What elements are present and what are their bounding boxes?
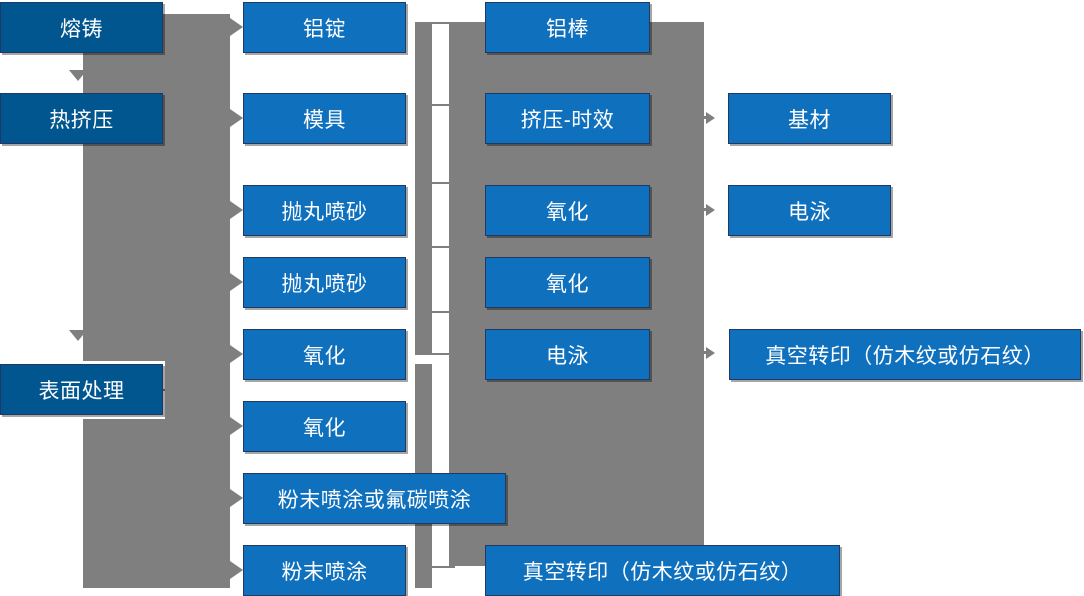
- node-label: 真空转印（仿木纹或仿石纹）: [522, 560, 803, 584]
- rail-tick-6: [431, 353, 455, 355]
- arrow-right-to-c2n3: [230, 201, 243, 219]
- connector-surface-treatment: [163, 389, 185, 391]
- rail-tick-1: [431, 22, 455, 24]
- arrow-down-melt-to-extrude: [69, 70, 87, 81]
- node-label: 电泳: [788, 200, 831, 224]
- arrow-right-to-c2n5: [230, 345, 243, 363]
- node-label: 氧化: [546, 272, 589, 296]
- node-label: 铝锭: [303, 17, 346, 41]
- arrow-stem-to-c4n1: [700, 116, 708, 119]
- arrow-down-extrude-to-surface: [69, 330, 87, 341]
- node-surface-treatment[interactable]: 表面处理: [0, 364, 163, 415]
- node-oxidation-b[interactable]: 氧化: [243, 401, 406, 452]
- node-label: 基材: [788, 108, 831, 132]
- node-oxidation-d[interactable]: 氧化: [485, 257, 650, 308]
- arrow-right-to-c4n2: [706, 204, 715, 216]
- arrow-right-to-c2n4: [230, 273, 243, 291]
- node-melt-cast[interactable]: 熔铸: [0, 2, 163, 53]
- rail-tick-7: [431, 566, 455, 568]
- arrow-stem-to-c4n3: [700, 351, 708, 354]
- node-label: 电泳: [546, 344, 589, 368]
- arrow-right-to-c2n1: [230, 18, 243, 36]
- node-label: 热挤压: [49, 108, 114, 132]
- rail-tick-5: [431, 311, 455, 313]
- node-mould[interactable]: 模具: [243, 93, 406, 144]
- node-vacuum-transfer-bottom[interactable]: 真空转印（仿木纹或仿石纹）: [485, 545, 840, 596]
- node-label: 氧化: [303, 344, 346, 368]
- node-aluminium-bar[interactable]: 铝棒: [485, 2, 650, 53]
- node-vacuum-transfer-right[interactable]: 真空转印（仿木纹或仿石纹）: [729, 329, 1081, 380]
- node-label: 熔铸: [60, 17, 103, 41]
- node-label: 氧化: [546, 200, 589, 224]
- node-label: 表面处理: [38, 379, 125, 403]
- node-label: 真空转印（仿木纹或仿石纹）: [765, 344, 1045, 368]
- node-electrophoresis-out[interactable]: 电泳: [728, 185, 891, 236]
- node-label: 抛丸喷砂: [281, 272, 368, 296]
- rail-tick-3: [431, 182, 455, 184]
- node-powder-or-fluorocarbon-coating[interactable]: 粉末喷涂或氟碳喷涂: [243, 473, 506, 524]
- node-extrusion-aging[interactable]: 挤压-时效: [485, 93, 650, 144]
- arrow-right-to-c2n8: [230, 561, 243, 579]
- arrow-right-to-c2n6: [230, 417, 243, 435]
- node-shot-blasting-2[interactable]: 抛丸喷砂: [243, 257, 406, 308]
- arrow-right-to-c4n1: [706, 112, 715, 124]
- node-oxidation-a[interactable]: 氧化: [243, 329, 406, 380]
- node-label: 粉末喷涂或氟碳喷涂: [277, 488, 472, 512]
- node-hot-extrusion[interactable]: 热挤压: [0, 93, 163, 144]
- arrow-right-to-c2n2: [230, 109, 243, 127]
- arrow-right-to-c2n7: [230, 489, 243, 507]
- node-label: 氧化: [303, 416, 346, 440]
- arrow-right-to-c4n3: [706, 347, 715, 359]
- node-aluminium-ingot[interactable]: 铝锭: [243, 2, 406, 53]
- arrow-stem-to-c4n2: [700, 208, 708, 211]
- rail-tick-2: [431, 104, 455, 106]
- node-powder-coating[interactable]: 粉末喷涂: [243, 545, 406, 596]
- rail-tick-4: [431, 246, 455, 248]
- node-label: 挤压-时效: [520, 108, 615, 132]
- node-electrophoresis-mid[interactable]: 电泳: [485, 329, 650, 380]
- node-label: 模具: [303, 108, 346, 132]
- node-shot-blasting-1[interactable]: 抛丸喷砂: [243, 185, 406, 236]
- node-label: 粉末喷涂: [281, 560, 368, 584]
- node-oxidation-c[interactable]: 氧化: [485, 185, 650, 236]
- node-label: 铝棒: [546, 17, 589, 41]
- node-label: 抛丸喷砂: [281, 200, 368, 224]
- rail-process-left: [415, 22, 432, 355]
- node-substrate[interactable]: 基材: [728, 93, 891, 144]
